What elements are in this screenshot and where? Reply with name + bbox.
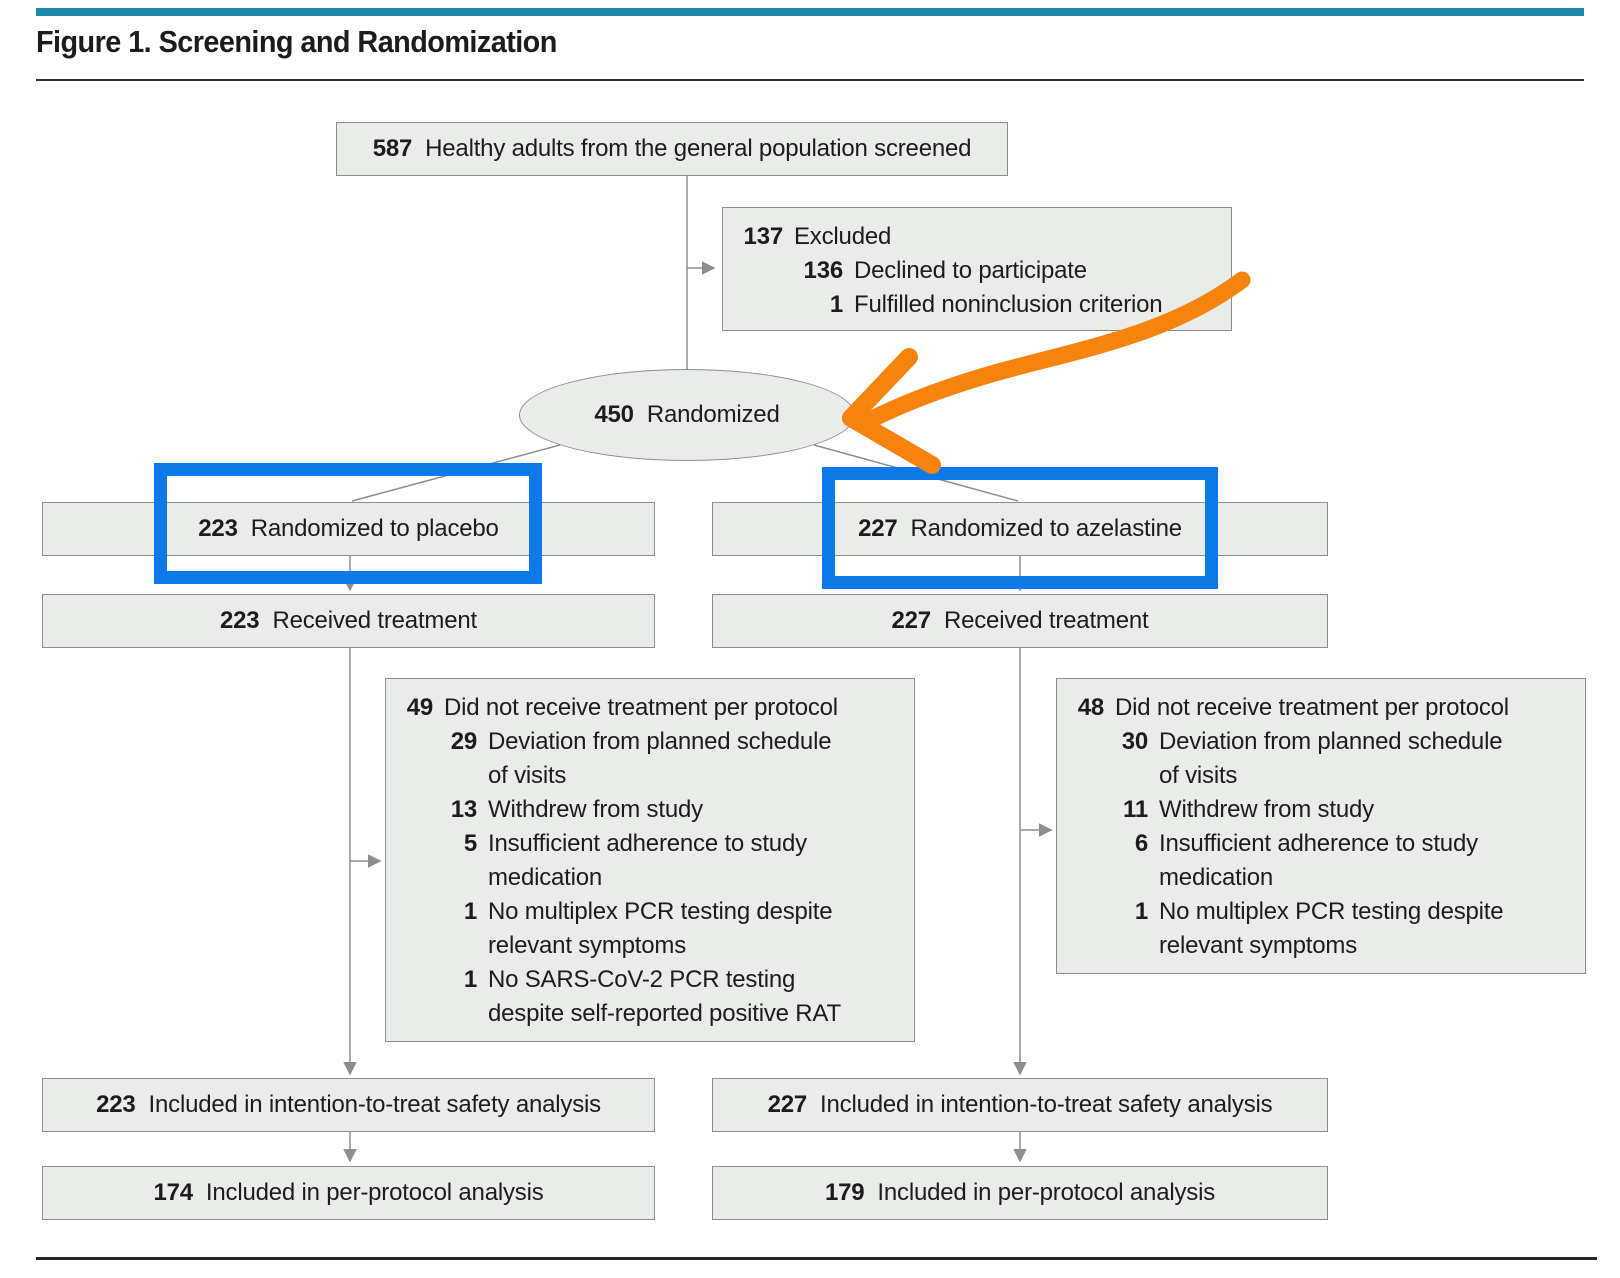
accent-bar: [36, 8, 1584, 16]
excluded-reason-count: 136: [803, 257, 844, 284]
azelastine-received-count: 227: [891, 607, 932, 634]
deviation-reason-label: Deviation from planned schedule of visit…: [488, 728, 832, 789]
deviation-reason-row: 5 Insufficient adherence to study medica…: [402, 827, 898, 895]
deviation-reason-row: 13 Withdrew from study: [402, 793, 898, 827]
deviation-label: Did not receive treatment per protocol: [1115, 694, 1509, 721]
deviation-reason-label: Withdrew from study: [1159, 796, 1374, 823]
excluded-reason-label: Fulfilled noninclusion criterion: [854, 291, 1163, 318]
deviation-reason-row: 6 Insufficient adherence to study medica…: [1073, 827, 1569, 895]
blue-highlight-placebo: [154, 463, 542, 584]
excluded-reason-row: 1 Fulfilled noninclusion criterion: [739, 288, 1215, 322]
placebo-randomized-box: 223 Randomized to placebo: [42, 502, 655, 556]
screened-count: 587: [372, 135, 413, 162]
deviation-reason-label: Insufficient adherence to study medicati…: [488, 830, 807, 891]
azelastine-received-box: 227 Received treatment: [712, 594, 1328, 648]
azelastine-randomized-count: 227: [858, 515, 898, 542]
deviation-reason-label: Withdrew from study: [488, 796, 703, 823]
azelastine-received-label: Received treatment: [943, 607, 1149, 634]
azelastine-pp-label: Included in per-protocol analysis: [877, 1179, 1216, 1206]
bottom-divider: [36, 1257, 1597, 1260]
excluded-count: 137: [743, 223, 784, 250]
randomized-count: 450: [594, 401, 634, 428]
title-divider: [36, 79, 1584, 81]
excluded-row: 137 Excluded: [739, 220, 1215, 254]
excluded-reason-row: 136 Declined to participate: [739, 254, 1215, 288]
figure-title: Figure 1. Screening and Randomization: [36, 24, 557, 59]
excluded-label: Excluded: [794, 223, 892, 250]
randomized-label: Randomized: [646, 401, 780, 428]
deviation-reason-count: 11: [1123, 796, 1148, 823]
deviation-reason-count: 1: [1134, 898, 1148, 925]
deviation-reason-row: 29 Deviation from planned schedule of vi…: [402, 725, 898, 793]
orange-arrow-barb-lower: [842, 409, 941, 474]
azelastine-itt-count: 227: [767, 1091, 808, 1118]
blue-highlight-azelastine: [822, 467, 1218, 589]
placebo-received-label: Received treatment: [272, 607, 477, 634]
deviation-row: 48 Did not receive treatment per protoco…: [1073, 691, 1569, 725]
deviation-reason-count: 1: [463, 898, 477, 925]
deviation-reason-row: 30 Deviation from planned schedule of vi…: [1073, 725, 1569, 793]
excluded-reason-count: 1: [829, 291, 843, 318]
excluded-box: 137 Excluded 136 Declined to participate…: [722, 207, 1232, 331]
deviation-count: 48: [1077, 694, 1104, 721]
placebo-received-count: 223: [220, 607, 260, 634]
deviation-count: 49: [406, 694, 433, 721]
deviation-reason-row: 1 No SARS-CoV-2 PCR testing despite self…: [402, 963, 898, 1031]
azelastine-pp-box: 179 Included in per-protocol analysis: [712, 1166, 1328, 1220]
excluded-reason-label: Declined to participate: [854, 257, 1087, 284]
placebo-itt-label: Included in intention-to-treat safety an…: [148, 1091, 602, 1118]
deviation-reason-count: 29: [450, 728, 477, 755]
deviation-reason-label: No SARS-CoV-2 PCR testing despite self-r…: [488, 966, 841, 1027]
deviation-reason-row: 11 Withdrew from study: [1073, 793, 1569, 827]
placebo-randomized-count: 223: [198, 515, 238, 542]
deviation-reason-count: 6: [1134, 830, 1148, 857]
randomized-ellipse: 450 Randomized: [519, 369, 855, 461]
deviation-reason-count: 13: [450, 796, 477, 823]
azelastine-randomized-label: Randomized to azelastine: [910, 515, 1183, 542]
deviation-reason-label: No multiplex PCR testing despite relevan…: [1159, 898, 1504, 959]
placebo-itt-box: 223 Included in intention-to-treat safet…: [42, 1078, 655, 1132]
azelastine-randomized-box: 227 Randomized to azelastine: [712, 502, 1328, 556]
placebo-pp-box: 174 Included in per-protocol analysis: [42, 1166, 655, 1220]
deviation-reason-label: No multiplex PCR testing despite relevan…: [488, 898, 833, 959]
placebo-itt-count: 223: [96, 1091, 136, 1118]
orange-arrow-barb-upper: [842, 348, 918, 427]
deviation-reason-row: 1 No multiplex PCR testing despite relev…: [402, 895, 898, 963]
deviation-reason-count: 30: [1121, 728, 1148, 755]
azelastine-itt-box: 227 Included in intention-to-treat safet…: [712, 1078, 1328, 1132]
placebo-randomized-label: Randomized to placebo: [250, 515, 499, 542]
placebo-pp-label: Included in per-protocol analysis: [205, 1179, 544, 1206]
azelastine-pp-count: 179: [824, 1179, 865, 1206]
deviation-label: Did not receive treatment per protocol: [444, 694, 838, 721]
deviation-reason-label: Deviation from planned schedule of visit…: [1159, 728, 1503, 789]
azelastine-deviations-box: 48 Did not receive treatment per protoco…: [1056, 678, 1586, 974]
deviation-reason-label: Insufficient adherence to study medicati…: [1159, 830, 1478, 891]
deviation-reason-row: 1 No multiplex PCR testing despite relev…: [1073, 895, 1569, 963]
placebo-received-box: 223 Received treatment: [42, 594, 655, 648]
deviation-reason-count: 5: [463, 830, 477, 857]
azelastine-itt-label: Included in intention-to-treat safety an…: [820, 1091, 1273, 1118]
placebo-deviations-box: 49 Did not receive treatment per protoco…: [385, 678, 915, 1042]
deviation-row: 49 Did not receive treatment per protoco…: [402, 691, 898, 725]
placebo-pp-count: 174: [153, 1179, 193, 1206]
deviation-reason-count: 1: [463, 966, 477, 993]
screened-label: Healthy adults from the general populati…: [425, 135, 972, 162]
screened-box: 587 Healthy adults from the general popu…: [336, 122, 1008, 176]
